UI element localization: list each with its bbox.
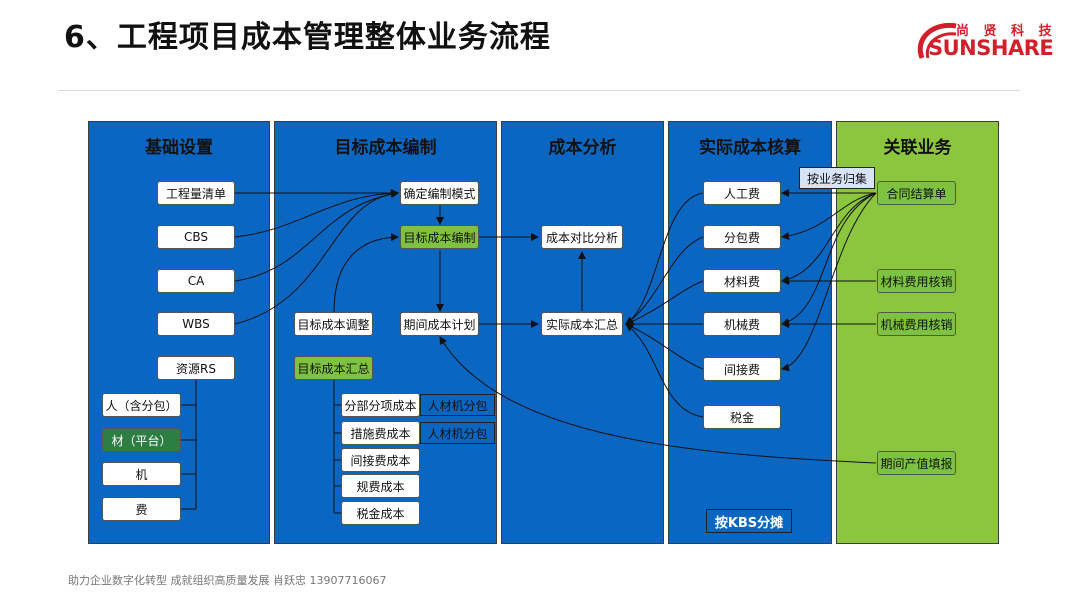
actual-cost-summary-box: 实际成本汇总	[541, 312, 623, 336]
page-title: 6、工程项目成本管理整体业务流程	[64, 20, 551, 55]
wbs-box: WBS	[157, 312, 235, 336]
actual-cost-item: 间接费	[703, 357, 781, 381]
summary-item: 措施费成本	[341, 421, 420, 445]
summary-item: 规费成本	[341, 474, 420, 498]
target-cost-summary-box: 目标成本汇总	[294, 356, 373, 380]
machine-box: 机	[102, 462, 181, 486]
period-output-box: 期间产值填报	[877, 451, 956, 475]
target-cost-compile-box: 目标成本编制	[400, 225, 479, 249]
target-cost-adjust-box: 目标成本调整	[294, 312, 373, 336]
title-divider	[58, 90, 1020, 91]
fee-box: 费	[102, 497, 181, 521]
summary-item: 税金成本	[341, 501, 420, 525]
footer-text: 助力企业数字化转型 成就组织高质量发展 肖跃忠 13907716067	[68, 574, 387, 587]
cbs-box: CBS	[157, 225, 235, 249]
logo-cn-text: 尚 贤 科 技	[956, 24, 1057, 39]
resource-rs-box: 资源RS	[157, 356, 235, 380]
actual-cost-item: 人工费	[703, 181, 781, 205]
actual-cost-item: 分包费	[703, 225, 781, 249]
period-cost-plan-box: 期间成本计划	[400, 312, 479, 336]
actual-cost-item: 材料费	[703, 269, 781, 293]
logo-swoosh-icon	[917, 22, 957, 59]
material-write-off-box: 材料费用核销	[877, 269, 956, 293]
column-title: 目标成本编制	[334, 138, 437, 158]
resource-split-tag: 人材机分包	[420, 422, 495, 444]
labor-box: 人（含分包）	[102, 393, 181, 417]
machine-write-off-box: 机械费用核销	[877, 312, 956, 336]
summary-item: 间接费成本	[341, 448, 420, 472]
actual-cost-item: 机械费	[703, 312, 781, 336]
kbs-allocation-label: 按KBS分摊	[706, 509, 792, 533]
material-box: 材（平台）	[102, 428, 181, 452]
column-title: 成本分析	[548, 138, 617, 158]
column-title: 基础设置	[145, 138, 213, 158]
column-title: 关联业务	[883, 138, 952, 158]
quantity-list-box: 工程量清单	[157, 181, 235, 205]
company-logo: 尚 贤 科 技 SUNSHARE	[912, 18, 1062, 68]
summary-item: 分部分项成本	[341, 393, 420, 417]
ca-box: CA	[157, 269, 235, 293]
contract-settlement-box: 合同结算单	[877, 181, 956, 205]
compile-mode-box: 确定编制模式	[400, 181, 479, 205]
logo-en-text: SUNSHARE	[928, 36, 1054, 60]
column-title: 实际成本核算	[699, 138, 801, 158]
business-collect-tag: 按业务归集	[799, 167, 875, 189]
resource-split-tag: 人材机分包	[420, 394, 495, 416]
cost-compare-box: 成本对比分析	[541, 225, 623, 249]
actual-cost-item: 税金	[703, 405, 781, 429]
